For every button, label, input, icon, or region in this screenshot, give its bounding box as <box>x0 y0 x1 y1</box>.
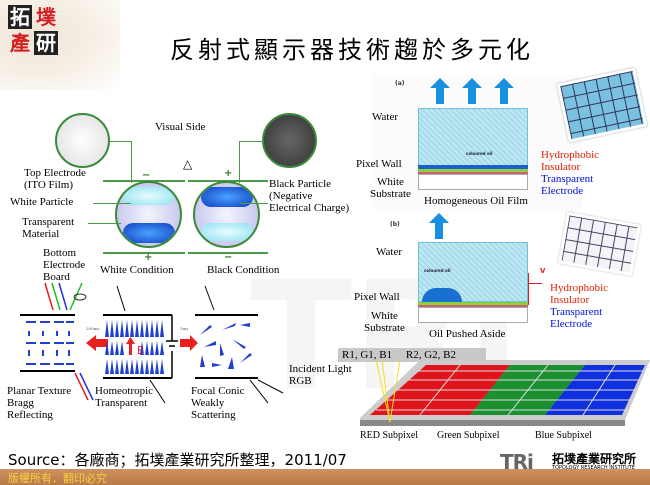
layer-labels: Hydrophobic Insulator Transparent Electr… <box>541 149 600 197</box>
group-labels: R1, G1, B1 R2, G2, B2 <box>342 349 456 361</box>
subpixel-label-blue: Blue Subpixel <box>535 430 592 441</box>
caption: Oil Pushed Aside <box>429 328 506 340</box>
white-substrate <box>418 307 528 323</box>
layer-labels: Hydrophobic Insulator Transparent Electr… <box>550 282 609 330</box>
white-condition-label: White Condition <box>100 264 174 276</box>
black-particle-label: Black Particle (Negative Electrical Char… <box>269 178 350 214</box>
polarity-sign: + <box>144 252 153 263</box>
eye-icon: △ <box>183 157 193 171</box>
subpixel-label-green: Green Subpixel <box>437 430 500 441</box>
water-label: Water <box>372 111 398 123</box>
voltage-label: V <box>540 267 546 275</box>
white-substrate-label: White Substrate <box>364 310 405 334</box>
logo-char: 拓 <box>8 5 32 29</box>
black-condition-capsule <box>193 181 260 248</box>
white-substrate <box>418 174 528 190</box>
pixel-wall-label: Pixel Wall <box>356 158 402 170</box>
oil-film <box>418 165 528 169</box>
copyright-notice: 版權所有．翻印必究 <box>8 472 107 485</box>
polarity-sign: − <box>142 170 151 181</box>
caption: Homogeneous Oil Film <box>424 195 528 207</box>
visual-side-label: Visual Side <box>155 121 206 133</box>
logo-char: 產 <box>10 31 30 55</box>
polarity-sign: + <box>224 168 233 179</box>
source-note: Source：各廠商；拓墣產業研究所整理，2011/07 <box>8 451 347 469</box>
bottom-electrode-line <box>103 252 185 254</box>
svg-text:5ms: 5ms <box>180 326 188 331</box>
incident-light-label: Incident Light RGB <box>289 363 352 387</box>
black-particle-zoom <box>262 113 317 168</box>
pixel-array-photo <box>558 211 641 277</box>
white-particle-label: White Particle <box>10 196 74 208</box>
polarity-sign: − <box>224 252 233 263</box>
water-layer <box>418 108 528 168</box>
subpixel-label-red: RED Subpixel <box>360 430 419 441</box>
page-title: 反射式顯示器技術趨於多元化 <box>170 36 534 64</box>
logo-char: 研 <box>34 31 58 55</box>
homeotropic-label: Homeotropic Transparent <box>95 385 154 409</box>
svg-text:E: E <box>137 344 144 357</box>
bottom-electrode-line <box>188 252 268 254</box>
light-up-arrow <box>429 213 449 239</box>
group-label-bar <box>338 348 486 362</box>
white-condition-capsule <box>115 181 182 248</box>
top-electrode-label: Top Electrode (ITO Film) <box>24 167 86 191</box>
logo-char: 墣 <box>36 5 56 29</box>
panel-tag: (a) <box>395 80 405 87</box>
oil-droplet <box>422 288 462 302</box>
white-substrate-label: White Substrate <box>370 176 411 200</box>
subpixel-panel <box>360 360 650 426</box>
footer-bar <box>0 469 650 485</box>
bottom-electrode-label: Bottom Electrode Board <box>43 247 86 283</box>
light-up-arrows <box>430 78 514 104</box>
water-layer <box>418 242 528 302</box>
svg-text:200ms: 200ms <box>86 326 99 331</box>
logo: 拓 墣 產 研 <box>8 5 64 57</box>
panel-tag: (b) <box>390 221 400 228</box>
tri-chinese-name: 拓墣產業研究所 <box>552 452 637 466</box>
pixel-wall-label: Pixel Wall <box>354 291 400 303</box>
tri-logo: TRi 拓墣產業研究所 TOPOLOGY RESEARCH INSTITUTE <box>500 450 636 474</box>
black-condition-label: Black Condition <box>207 264 280 276</box>
white-particle-zoom <box>55 113 110 168</box>
water-label: Water <box>376 246 402 258</box>
transparent-material-label: Transparent Material <box>22 216 75 240</box>
tri-english-name: TOPOLOGY RESEARCH INSTITUTE <box>552 465 636 471</box>
planar-texture-label: Planar Texture Bragg Reflecting <box>7 385 72 421</box>
cholesteric-figure: 200ms E 5ms <box>20 282 284 404</box>
focal-conic-label: Focal Conic Weakly Scattering <box>191 385 245 421</box>
